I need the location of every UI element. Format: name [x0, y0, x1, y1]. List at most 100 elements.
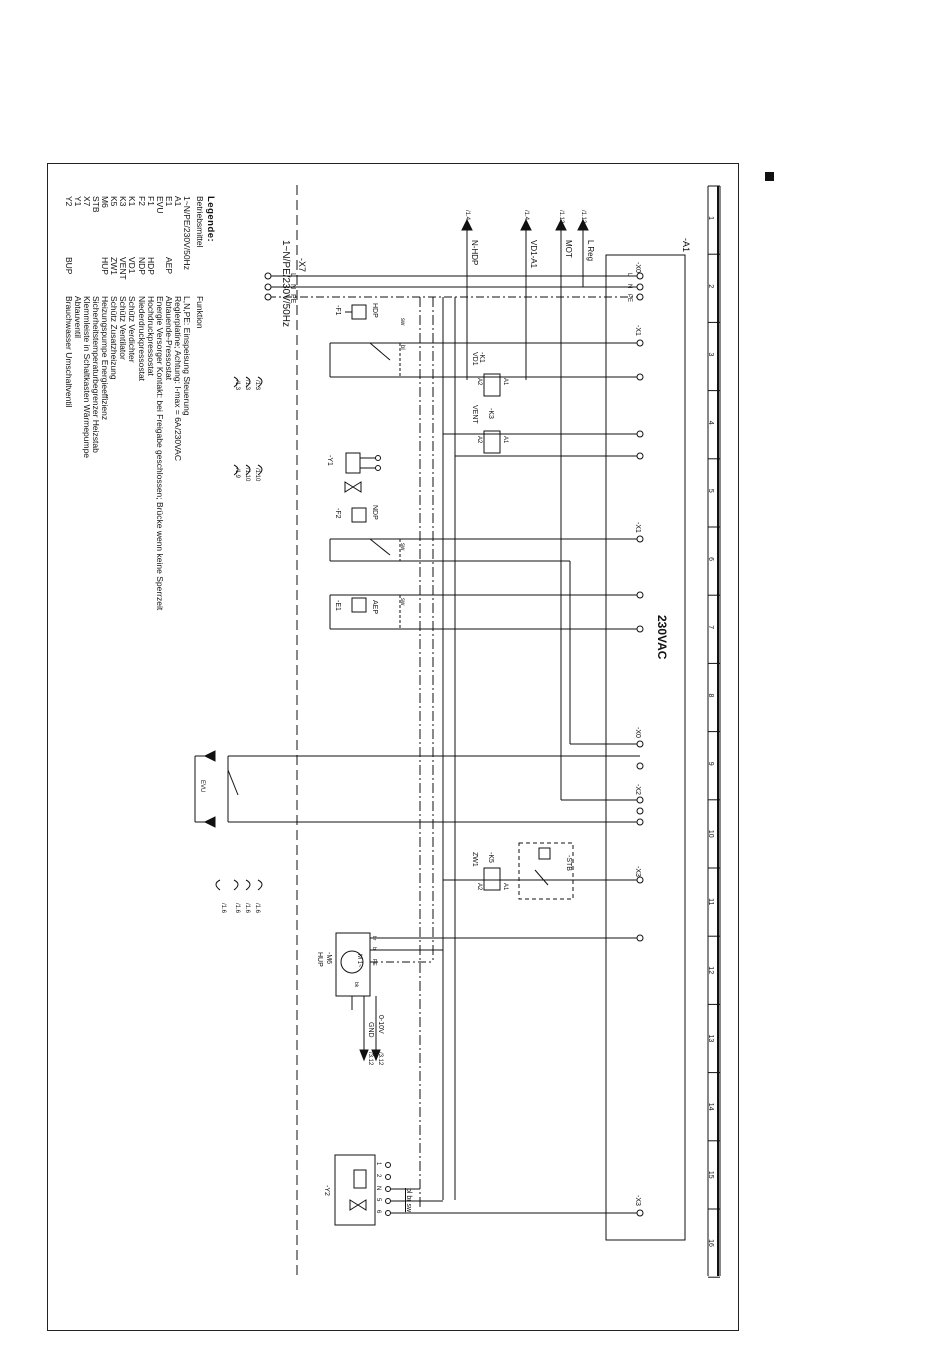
- x1-terminal-6: [636, 591, 644, 599]
- x7-terminal-n: [264, 283, 272, 291]
- x0-terminal-a: [636, 740, 644, 748]
- column-number: 13: [707, 1035, 714, 1043]
- x2-terminal-1: [636, 796, 644, 804]
- legend-item-desc: Schütz Zusatzheizung: [109, 296, 120, 380]
- y2-terminal-6: [385, 1210, 391, 1216]
- signal-n-hdp: N-HDP: [470, 240, 479, 266]
- legend-col-header-1: Betriebsmittel: [195, 196, 205, 248]
- column-number: 5: [707, 489, 714, 493]
- arrow-n-hdp: [461, 218, 473, 231]
- x0-n-label: N: [626, 284, 632, 289]
- terminal-x1-b: -X1: [634, 522, 641, 533]
- y2-terminal-1: [385, 1162, 391, 1168]
- k5-coil: [483, 867, 501, 891]
- legend-item-code: 1~N/PE/230V/50Hz: [182, 196, 192, 270]
- column-number: 7: [707, 625, 714, 629]
- f1-contact: [369, 342, 391, 361]
- legend-item-name: HUP: [100, 257, 111, 275]
- k5-ref-1: /1.6: [220, 903, 226, 914]
- f2-name: NDP: [371, 505, 378, 520]
- y2-tag: -Y2: [323, 1185, 330, 1196]
- y1-valve-symbol: [344, 481, 362, 493]
- y1-tag: -Y1: [326, 455, 333, 466]
- y1-terminal-1: [375, 455, 381, 461]
- k3-a2: A2: [476, 436, 482, 444]
- e1-wire-sw: sw: [399, 598, 405, 606]
- y2-terminal-2: [385, 1174, 391, 1180]
- k1-a2: A2: [476, 378, 482, 386]
- legend-item-desc: Klemmleiste in Schaltkasten Wärmepumpe: [81, 296, 92, 459]
- evu-arrow-2: [203, 816, 216, 828]
- column-number: 11: [707, 898, 714, 905]
- x1-terminal-7: [636, 625, 644, 633]
- legend-item-name: ZW1: [109, 257, 120, 275]
- column-number: 4: [707, 421, 714, 425]
- k3-coil: [483, 430, 501, 454]
- x7-l-label: L: [289, 273, 296, 277]
- ruler-ticks: [708, 185, 720, 1278]
- f2-pressure-box: [351, 507, 367, 523]
- k5-a2: A2: [476, 883, 482, 891]
- k1-ref-3: /1.3: [254, 380, 260, 391]
- x0-l-label: L: [626, 273, 632, 277]
- evu-contact: [227, 769, 239, 796]
- ref-vd1-a1: /1.4: [523, 210, 529, 221]
- x1-terminal-1: [636, 339, 644, 347]
- x1-terminal-4: [636, 452, 644, 460]
- legend-item-desc: L,N,PE: Einspeisung Steuerung: [182, 296, 192, 416]
- legend-item-code: K5: [109, 196, 120, 207]
- k5-ref-4: /1.6: [254, 903, 260, 914]
- legend-item-desc: Abtauende-Pressostat: [163, 296, 174, 381]
- x0-terminal-l: [636, 272, 644, 280]
- f2-tag: -F2: [334, 508, 341, 519]
- k5-name: ZW1: [471, 852, 478, 867]
- column-number: 10: [707, 830, 714, 838]
- ref-n-hdp: /1.4: [464, 210, 470, 221]
- m6-box: [335, 932, 371, 997]
- column-number: 6: [707, 557, 714, 561]
- k1-tag: -K1: [478, 352, 485, 363]
- stb-contact: [534, 869, 549, 886]
- f1-tag: -F1: [334, 305, 341, 316]
- column-number: 9: [707, 762, 714, 766]
- ref-mot: /1.12: [558, 210, 564, 224]
- x7-n-label: N: [289, 284, 296, 290]
- pump-signal-1: 0-10V: [377, 1015, 384, 1034]
- y1-terminal-2: [375, 465, 381, 471]
- legend-item-desc: Hochdruckpressostat: [145, 296, 156, 376]
- board-voltage-label: 230VAC: [655, 615, 669, 660]
- f2-wire-sw: sw: [399, 543, 405, 551]
- legend-item-name: VD1: [127, 257, 138, 274]
- m6-bk: bk: [353, 982, 359, 988]
- legend-item-desc: Schütz Verdichter: [127, 296, 138, 363]
- arrow-mot: [555, 218, 567, 231]
- signal-vd1-a1: VD1-A1: [529, 240, 538, 269]
- evu-label: EVU: [199, 780, 205, 793]
- section-bullet: [765, 172, 774, 181]
- y2-term-6: 6: [375, 1210, 381, 1214]
- legend-item-desc: Sicherheitstemperaturbegrenzer Heizstab: [91, 296, 101, 453]
- arrow-l-reg: [577, 218, 589, 231]
- x0-terminal-n: [636, 283, 644, 291]
- legend-item-code: A1: [172, 196, 183, 207]
- m6-bl: bl: [371, 947, 377, 951]
- legend-contact-symbols: [215, 376, 263, 891]
- k1-ref-1: /1.3: [234, 380, 240, 391]
- legend-item-name: VENT: [118, 257, 129, 280]
- legend-item-name: BUP: [63, 257, 74, 275]
- terminal-x7-label: -X7: [297, 258, 307, 273]
- pump-signal-2: GND: [367, 1022, 374, 1038]
- legend-item-code: EVU: [154, 196, 165, 214]
- x1-terminal-3: [636, 430, 644, 438]
- terminal-x3-a: -X3: [634, 866, 641, 877]
- k1-coil: [483, 373, 501, 397]
- k3-ref-3: /1.10: [254, 468, 260, 482]
- legend-col-header-2: Funktion: [195, 296, 205, 329]
- x3-terminal-2: [636, 1209, 644, 1217]
- column-number: 3: [707, 353, 714, 357]
- column-number: 15: [707, 1171, 714, 1179]
- k1-wire-sw: sw: [399, 318, 405, 326]
- k1-wire-bl: bl: [399, 345, 405, 350]
